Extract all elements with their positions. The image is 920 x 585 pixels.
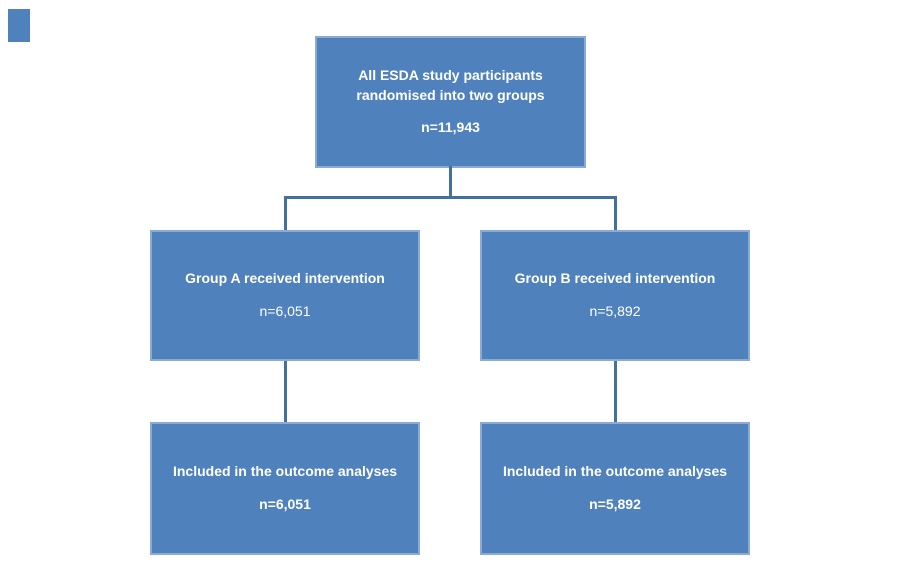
node-outcome-b-title: Included in the outcome analyses [502,463,728,480]
corner-square-decoration [8,9,30,42]
node-root-participants: All ESDA study participants randomised i… [315,36,586,168]
node-group-a-title: Group A received intervention [185,270,385,287]
connector-group-a-to-outcome [284,361,287,422]
connector-drop-group-b [614,198,617,230]
node-group-a-count: n=6,051 [259,303,311,319]
node-outcome-a: Included in the outcome analyses n=6,051 [150,422,420,555]
connector-root-stub [449,166,452,198]
node-outcome-b-count: n=5,892 [589,496,641,512]
node-outcome-a-title: Included in the outcome analyses [172,463,398,480]
node-group-a: Group A received intervention n=6,051 [150,230,420,361]
node-group-b-title: Group B received intervention [514,270,716,287]
node-root-title-line1: All ESDA study participants [358,67,543,84]
node-group-b: Group B received intervention n=5,892 [480,230,750,361]
node-outcome-b: Included in the outcome analyses n=5,892 [480,422,750,555]
node-root-title-line2: randomised into two groups [356,86,545,103]
node-group-b-count: n=5,892 [589,303,641,319]
connector-group-b-to-outcome [614,361,617,422]
node-outcome-a-count: n=6,051 [259,496,311,512]
node-root-count: n=11,943 [421,119,480,136]
connector-drop-group-a [284,198,287,230]
connector-branch-bar [284,196,617,199]
